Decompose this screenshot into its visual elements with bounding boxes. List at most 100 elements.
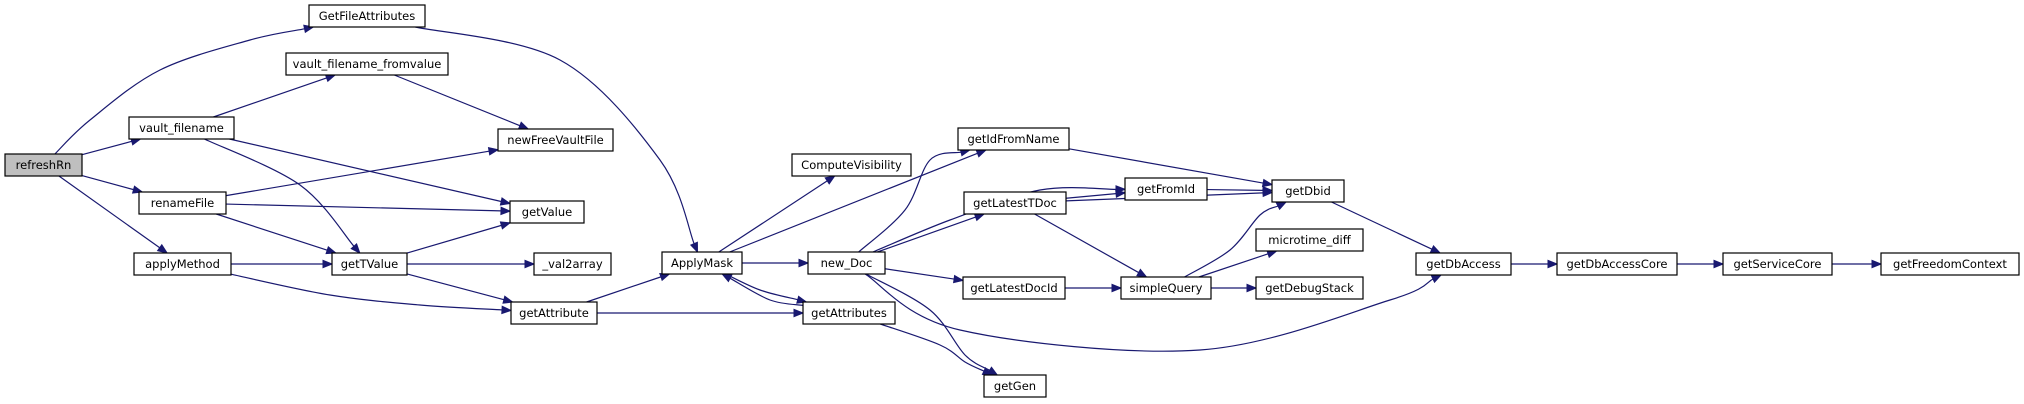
node-getServiceCore[interactable]: getServiceCore bbox=[1722, 252, 1833, 276]
node-_val2array[interactable]: _val2array bbox=[533, 252, 612, 276]
arrowhead-getTValue-to-getAttribute bbox=[502, 295, 514, 304]
node-getValue[interactable]: getValue bbox=[509, 200, 585, 224]
node-box bbox=[1556, 252, 1678, 276]
node-box bbox=[1271, 179, 1345, 203]
edge-getLatestTDoc-to-simpleQuery bbox=[1034, 213, 1139, 274]
node-simpleQuery[interactable]: simpleQuery bbox=[1120, 276, 1212, 300]
arrowhead-applyMethod-to-getTValue bbox=[322, 259, 334, 269]
arrowhead-vault_filename-to-getTValue bbox=[350, 243, 361, 255]
node-layer: refreshRn GetFileAttributes vault_filename… bbox=[4, 4, 2020, 398]
node-box bbox=[510, 301, 598, 325]
edge-refreshRn-to-renameFile bbox=[81, 174, 134, 191]
edge-getLatestTDoc-to-getFromId bbox=[1065, 193, 1117, 199]
edge-getAttribute-to-ApplyMask bbox=[586, 276, 662, 303]
edge-getAttributes-to-ApplyMask bbox=[729, 277, 804, 307]
edge-ApplyMask-to-ComputeVisibility bbox=[718, 180, 828, 253]
arrowhead-new_Doc-to-getDbAccess bbox=[1430, 274, 1443, 284]
edge-vault_filename-to-getValue bbox=[229, 138, 502, 203]
arrowhead-getLatestDocId-to-simpleQuery bbox=[1111, 283, 1123, 293]
node-getFromId[interactable]: getFromId bbox=[1124, 177, 1208, 201]
node-GetFileAttributes[interactable]: GetFileAttributes bbox=[308, 4, 426, 28]
node-label: getTValue bbox=[341, 257, 399, 271]
arrowhead-getAttribute-to-getAttributes bbox=[793, 308, 805, 318]
edge-new_Doc-to-getLatestTDoc bbox=[877, 216, 976, 253]
arrowhead-getAttributes-to-ApplyMask bbox=[721, 273, 733, 283]
edge-getAttributes-to-getGen bbox=[880, 323, 985, 372]
arrowhead-vault_filename-to-getValue bbox=[499, 197, 512, 206]
arrowhead-applyMethod-to-getAttribute bbox=[501, 305, 513, 315]
arrowhead-refreshRn-to-applyMethod bbox=[156, 243, 169, 254]
node-getDbid[interactable]: getDbid bbox=[1271, 179, 1345, 203]
arrowhead-renameFile-to-getValue bbox=[500, 206, 512, 216]
node-getLatestTDoc[interactable]: getLatestTDoc bbox=[963, 191, 1067, 215]
node-microtime_diff[interactable]: microtime_diff bbox=[1255, 228, 1364, 252]
node-getDbAccess[interactable]: getDbAccess bbox=[1415, 252, 1512, 276]
node-box bbox=[1255, 276, 1364, 300]
node-label: getDbid bbox=[1285, 184, 1331, 198]
edge-simpleQuery-to-microtime_diff bbox=[1198, 253, 1269, 278]
arrowhead-new_Doc-to-getLatestTDoc bbox=[973, 213, 986, 222]
edge-getIdFromName-to-getDbid bbox=[1068, 148, 1264, 184]
node-label: microtime_diff bbox=[1268, 233, 1351, 247]
node-getFreedomContext[interactable]: getFreedomContext bbox=[1880, 252, 2020, 276]
arrowhead-refreshRn-to-renameFile bbox=[131, 185, 144, 194]
node-box bbox=[807, 251, 886, 275]
edge-new_Doc-to-getLatestDocId bbox=[884, 268, 955, 280]
node-label: getFromId bbox=[1137, 182, 1195, 196]
node-box bbox=[285, 52, 449, 76]
node-label: vault_filename bbox=[139, 121, 224, 135]
arrowhead-renameFile-to-getTValue bbox=[325, 245, 338, 255]
arrowhead-getTValue-to-getValue bbox=[499, 221, 512, 230]
node-getIdFromName[interactable]: getIdFromName bbox=[957, 127, 1070, 151]
node-box bbox=[1880, 252, 2020, 276]
node-getDbAccessCore[interactable]: getDbAccessCore bbox=[1556, 252, 1678, 276]
node-ApplyMask[interactable]: ApplyMask bbox=[661, 251, 743, 275]
node-label: getDbAccess bbox=[1426, 257, 1500, 271]
node-box bbox=[138, 191, 227, 215]
node-vault_filename_fromvalue[interactable]: vault_filename_fromvalue bbox=[285, 52, 449, 76]
arrowhead-GetFileAttributes-to-ApplyMask bbox=[689, 241, 699, 254]
node-ComputeVisibility[interactable]: ComputeVisibility bbox=[791, 153, 912, 177]
arrowhead-new_Doc-to-getLatestDocId bbox=[953, 274, 965, 284]
edge-ApplyMask-to-getAttributes bbox=[725, 273, 798, 301]
arrowhead-getLatestTDoc-to-getFromId bbox=[1115, 189, 1127, 198]
node-label: newFreeVaultFile bbox=[507, 133, 603, 147]
node-getTValue[interactable]: getTValue bbox=[331, 252, 408, 276]
arrowhead-renameFile-to-newFreeVaultFile bbox=[487, 147, 500, 156]
node-getAttributes[interactable]: getAttributes bbox=[802, 301, 896, 325]
node-newFreeVaultFile[interactable]: newFreeVaultFile bbox=[497, 128, 614, 152]
node-getLatestDocId[interactable]: getLatestDocId bbox=[962, 276, 1066, 300]
node-box bbox=[1722, 252, 1833, 276]
arrowhead-ApplyMask-to-new_Doc bbox=[798, 258, 810, 268]
node-box bbox=[983, 374, 1047, 398]
node-getAttribute[interactable]: getAttribute bbox=[510, 301, 598, 325]
node-label: getValue bbox=[522, 205, 572, 219]
node-label: getServiceCore bbox=[1733, 257, 1821, 271]
node-box bbox=[661, 251, 743, 275]
node-getGen[interactable]: getGen bbox=[983, 374, 1047, 398]
arrowhead-getDbAccess-to-getDbAccessCore bbox=[1547, 259, 1559, 269]
node-label: getAttribute bbox=[519, 306, 589, 320]
node-label: getLatestDocId bbox=[970, 281, 1057, 295]
node-new_Doc[interactable]: new_Doc bbox=[807, 251, 886, 275]
node-label: getLatestTDoc bbox=[973, 196, 1057, 210]
edge-GetFileAttributes-to-ApplyMask bbox=[415, 26, 695, 244]
node-renameFile[interactable]: renameFile bbox=[138, 191, 227, 215]
node-box bbox=[802, 301, 896, 325]
node-label: new_Doc bbox=[821, 256, 873, 270]
edge-refreshRn-to-GetFileAttributes bbox=[54, 28, 305, 155]
node-label: simpleQuery bbox=[1130, 281, 1203, 295]
node-label: getAttributes bbox=[811, 306, 887, 320]
arrowhead-getTValue-to-_val2array bbox=[524, 259, 536, 269]
node-box bbox=[1120, 276, 1212, 300]
arrowhead-getLatestTDoc-to-simpleQuery bbox=[1136, 268, 1148, 278]
node-getDebugStack[interactable]: getDebugStack bbox=[1255, 276, 1364, 300]
node-applyMethod[interactable]: applyMethod bbox=[133, 252, 232, 276]
node-box bbox=[1415, 252, 1512, 276]
node-vault_filename[interactable]: vault_filename bbox=[128, 116, 235, 140]
edge-new_Doc-to-getIdFromName bbox=[858, 151, 962, 253]
node-refreshRn[interactable]: refreshRn bbox=[4, 153, 83, 177]
edge-ApplyMask-to-getIdFromName bbox=[729, 152, 978, 253]
arrowhead-getServiceCore-to-getFreedomContext bbox=[1871, 259, 1883, 269]
